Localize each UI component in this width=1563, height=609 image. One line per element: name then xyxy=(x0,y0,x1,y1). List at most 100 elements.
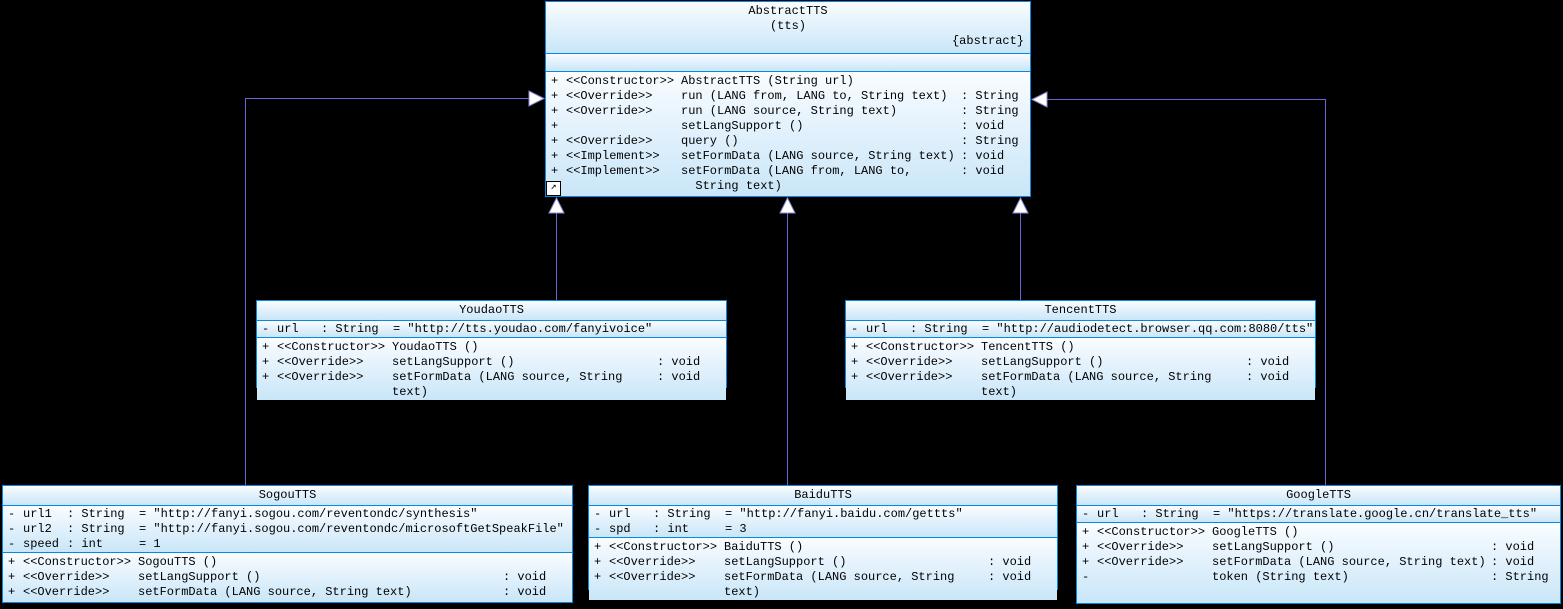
stereotype: <<Override>> xyxy=(609,555,696,569)
visibility: + xyxy=(262,340,270,354)
method-row: + <<Constructor>> SogouTTS () xyxy=(3,555,572,570)
stereotype: <<Constructor>> xyxy=(1097,525,1206,539)
stereotype: <<Override>> xyxy=(566,134,653,148)
method-row: - token (String text) : String xyxy=(1077,570,1560,585)
stereotype: <<Override>> xyxy=(866,370,953,384)
method-row: + <<Override>> setLangSupport () : void xyxy=(257,355,726,370)
visibility: - xyxy=(8,537,16,551)
attribute-name: url xyxy=(609,507,631,521)
method-row: + <<Override>> run (LANG from, LANG to, … xyxy=(546,89,1030,104)
inheritance-arrow-baidu-icon[interactable] xyxy=(779,196,796,214)
method-signature: setLangSupport () xyxy=(981,355,1104,369)
visibility: + xyxy=(594,540,602,554)
class-box-tencenttts[interactable]: TencentTTS - url : String = "http://audi… xyxy=(845,300,1316,400)
stereotype: <<Override>> xyxy=(1097,540,1184,554)
attributes-compartment: - url : String = "http://fanyi.baidu.com… xyxy=(589,505,1057,537)
visibility: + xyxy=(851,355,859,369)
method-signature: run (LANG source, String text) xyxy=(681,104,898,118)
attribute-row: - speed : int = 1 xyxy=(3,537,572,552)
stereotype: <<Override>> xyxy=(277,355,364,369)
attribute-row: - url2 : String = "http://fanyi.sogou.co… xyxy=(3,522,572,537)
attribute-name: url xyxy=(866,322,888,336)
method-row: + <<Override>> setLangSupport () : void xyxy=(1077,540,1560,555)
return-type: : String xyxy=(961,89,1019,103)
attribute-value: = "http://fanyi.sogou.com/reventondc/mic… xyxy=(139,522,564,536)
method-signature: setFormData (LANG source, String text) xyxy=(981,370,1219,399)
visibility: + xyxy=(551,119,559,133)
visibility: + xyxy=(262,370,270,384)
method-row: + <<Constructor>> BaiduTTS () xyxy=(589,540,1057,555)
class-package: (tts) xyxy=(769,19,806,33)
visibility: + xyxy=(551,149,559,163)
method-row: + <<Override>> setFormData (LANG source,… xyxy=(257,370,726,400)
class-name: GoogleTTS xyxy=(1077,486,1560,505)
return-type: : void xyxy=(503,585,547,599)
inheritance-arrow-sogou-icon[interactable] xyxy=(528,90,546,107)
method-row: + <<Override>> query () : String xyxy=(546,134,1030,149)
class-box-sogoutts[interactable]: SogouTTS - url1 : String = "http://fanyi… xyxy=(2,485,573,603)
method-row: + <<Implement>> setFormData (LANG from, … xyxy=(546,164,1030,194)
method-row: + <<Constructor>> YoudaoTTS () xyxy=(257,340,726,355)
return-type: : void xyxy=(988,570,1032,584)
visibility: + xyxy=(8,585,16,599)
visibility: + xyxy=(851,340,859,354)
attribute-row: - url1 : String = "http://fanyi.sogou.co… xyxy=(3,507,572,522)
attribute-row: - url : String = "https://translate.goog… xyxy=(1077,507,1560,522)
attribute-value: = "http://audiodetect.browser.qq.com:808… xyxy=(982,322,1314,336)
method-signature: setFormData (LANG source, String text) xyxy=(392,370,630,399)
stereotype: <<Override>> xyxy=(1097,555,1184,569)
attributes-compartment xyxy=(546,53,1030,71)
visibility: + xyxy=(8,570,16,584)
class-name: BaiduTTS xyxy=(589,486,1057,505)
visibility: + xyxy=(594,555,602,569)
attribute-value: = "https://translate.google.cn/translate… xyxy=(1213,507,1538,521)
visibility: + xyxy=(551,74,559,88)
return-type: : void xyxy=(961,164,1005,178)
return-type: : void xyxy=(503,570,547,584)
inheritance-connector-google[interactable] xyxy=(1047,99,1326,486)
external-link-icon[interactable]: ↗ xyxy=(546,181,561,196)
class-modifier: {abstract} xyxy=(951,34,1024,48)
visibility: + xyxy=(551,89,559,103)
inheritance-arrow-youdao-icon[interactable] xyxy=(548,196,565,214)
method-row: + <<Constructor>> GoogleTTS () xyxy=(1077,525,1560,540)
attribute-type: : String xyxy=(67,522,125,536)
method-signature: setFormData (LANG source, String text) xyxy=(1212,555,1486,569)
method-signature: run (LANG from, LANG to, String text) xyxy=(681,89,948,103)
method-signature: setLangSupport () xyxy=(724,555,847,569)
class-box-googletts[interactable]: GoogleTTS - url : String = "https://tran… xyxy=(1076,485,1561,604)
attribute-row: - url : String = "http://audiodetect.bro… xyxy=(846,322,1315,337)
stereotype: <<Override>> xyxy=(23,570,110,584)
method-row: + setLangSupport () : void xyxy=(546,119,1030,134)
stereotype: <<Constructor>> xyxy=(23,555,132,569)
method-row: + <<Constructor>> AbstractTTS (String ur… xyxy=(546,74,1030,89)
method-signature: YoudaoTTS () xyxy=(392,340,479,354)
class-name: TencentTTS xyxy=(846,301,1315,320)
attribute-name: speed xyxy=(23,537,60,551)
method-signature: SogouTTS () xyxy=(138,555,218,569)
attribute-row: - url : String = "http://fanyi.baidu.com… xyxy=(589,507,1057,522)
stereotype: <<Implement>> xyxy=(566,149,660,163)
inheritance-arrow-google-icon[interactable] xyxy=(1030,91,1048,108)
attribute-type: : String xyxy=(67,507,125,521)
class-box-youdaotts[interactable]: YoudaoTTS - url : String = "http://tts.y… xyxy=(256,300,727,400)
class-box-baidutts[interactable]: BaiduTTS - url : String = "http://fanyi.… xyxy=(588,485,1058,600)
stereotype: <<Constructor>> xyxy=(277,340,386,354)
visibility: - xyxy=(8,507,16,521)
attribute-name: url xyxy=(277,322,299,336)
method-row: + <<Constructor>> TencentTTS () xyxy=(846,340,1315,355)
return-type: : void xyxy=(961,119,1005,133)
inheritance-arrow-tencent-icon[interactable] xyxy=(1012,196,1029,214)
visibility: + xyxy=(851,370,859,384)
method-signature: setFormData (LANG source, String text) xyxy=(724,570,962,599)
return-type: : void xyxy=(1491,555,1535,569)
inheritance-connector-sogou[interactable] xyxy=(245,98,530,486)
methods-compartment: + <<Constructor>> BaiduTTS () + <<Overri… xyxy=(589,537,1057,600)
return-type: : String xyxy=(961,134,1019,148)
attribute-name: spd xyxy=(609,522,631,536)
attributes-compartment: - url : String = "http://audiodetect.bro… xyxy=(846,320,1315,337)
attribute-type: : int xyxy=(67,537,104,551)
method-row: + <<Override>> run (LANG source, String … xyxy=(546,104,1030,119)
class-box-abstracttts[interactable]: AbstractTTS (tts) {abstract} + <<Constru… xyxy=(545,1,1031,197)
